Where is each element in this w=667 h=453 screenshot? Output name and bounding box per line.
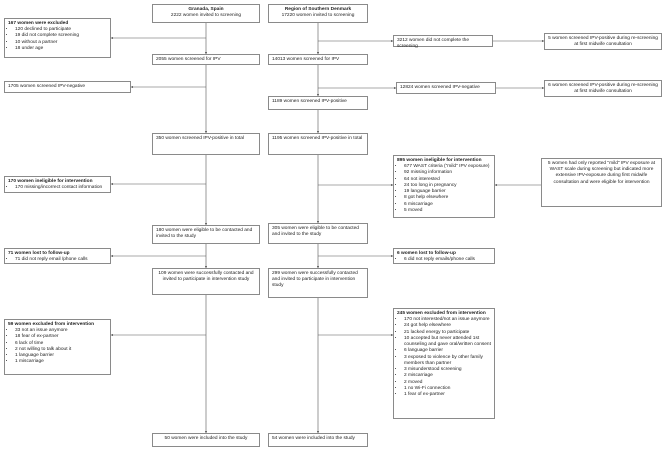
list-item: 6 language barrier xyxy=(404,348,491,354)
granada-lost-box: 71 women lost to follow-up 71 did not re… xyxy=(4,248,111,264)
denmark-lost-box: 6 women lost to follow-up 6 did not repl… xyxy=(393,248,495,264)
granada-header-box: Granada, Spain 2222 women invited to scr… xyxy=(152,4,260,23)
list-item: 1 no Wi-Fi connection xyxy=(404,386,491,392)
granada-eligible-box: 180 women were eligible to be contacted … xyxy=(152,225,260,244)
granada-excluded-box: 167 women were excluded 120 declined to … xyxy=(4,18,111,58)
denmark-rescreen1-text: 5 women screened IPV-positive during re-… xyxy=(548,36,658,48)
list-item: 3 exposed to violence by other family me… xyxy=(404,355,491,367)
granada-excluded-title: 167 women were excluded xyxy=(8,21,69,26)
list-item: 170 missing/incorrect contact informatio… xyxy=(15,185,107,191)
denmark-included-text: 54 women were included into the study xyxy=(272,436,355,441)
granada-ineligible-title: 170 women ineligible for intervention xyxy=(8,179,93,184)
list-item: 6 miscarriage xyxy=(404,202,491,208)
list-item: 5 moved xyxy=(404,208,491,214)
list-item: 64 not interested xyxy=(404,177,491,183)
denmark-excluded-box: 245 women excluded from intervention 170… xyxy=(393,308,495,419)
denmark-header-title: Region of Southern Denmark xyxy=(284,7,352,12)
denmark-ineligible-title: 895 women ineligible for intervention xyxy=(397,158,482,163)
granada-screened-box: 2055 women screened for IPV xyxy=(152,54,260,65)
granada-positive-total-text: 350 women screened IPV-positive in total xyxy=(156,136,244,141)
list-item: 18 fear of ex-partner xyxy=(15,334,107,340)
list-item: 10 accepted but never attended 1st couns… xyxy=(404,336,491,348)
list-item: 33 not an issue anymore xyxy=(15,328,107,334)
list-item: 10 without a partner xyxy=(15,40,107,46)
denmark-negative-box: 12824 women screened IPV-negative xyxy=(396,82,496,94)
denmark-positive-text: 1189 women screened IPV-positive xyxy=(272,99,347,104)
granada-screened-text: 2055 women screened for IPV xyxy=(156,57,221,62)
granada-positive-total-box: 350 women screened IPV-positive in total xyxy=(152,133,260,155)
list-item: 18 under age xyxy=(15,46,107,52)
denmark-header-text: 17220 women invited to screening xyxy=(281,13,355,19)
list-item: 6 did not reply emails/phone calls xyxy=(404,257,491,263)
denmark-contacted-text: 299 women were successfully contacted an… xyxy=(272,271,358,289)
list-item: 2 moved xyxy=(404,380,491,386)
list-item: 21 lacked energy to participate xyxy=(404,330,491,336)
denmark-screened-box: 14013 women screened for IPV xyxy=(268,54,368,65)
granada-header-text: 2222 women invited to screening xyxy=(170,13,242,19)
denmark-rescreen2-box: 6 women screened IPV-positive during re-… xyxy=(544,80,662,97)
list-item: 2 miscarriage xyxy=(404,373,491,379)
granada-excluded2-box: 59 women excluded from intervention 33 n… xyxy=(4,319,111,375)
denmark-positive-total-box: 1195 women screened IPV-positive in tota… xyxy=(268,133,368,155)
denmark-lost-title: 6 women lost to follow-up xyxy=(397,251,456,256)
denmark-eligible-text: 305 women were eligible to be contacted … xyxy=(272,226,359,238)
granada-ineligible-box: 170 women ineligible for intervention 17… xyxy=(4,176,111,193)
granada-excluded2-title: 59 women excluded from intervention xyxy=(8,322,95,327)
list-item: 170 not interested/not an issue anymore xyxy=(404,317,491,323)
denmark-contacted-box: 299 women were successfully contacted an… xyxy=(268,268,368,298)
denmark-excluded-title: 245 women excluded from intervention xyxy=(397,311,486,316)
granada-header-title: Granada, Spain xyxy=(188,7,224,12)
granada-negative-box: 1705 women screened IPV-negative xyxy=(4,81,131,93)
list-item: 19 did not complete screening xyxy=(15,33,107,39)
granada-included-box: 50 women were included into the study xyxy=(152,433,260,447)
denmark-positive-box: 1189 women screened IPV-positive xyxy=(268,96,368,110)
list-item: 71 did not reply email /phone calls xyxy=(15,257,107,263)
list-item: 2 not willing to talk about it xyxy=(15,347,107,353)
list-item: 1 miscarriage xyxy=(15,359,107,365)
list-item: 24 got help elsewhere xyxy=(404,323,491,329)
granada-included-text: 50 women were included into the study xyxy=(164,436,248,441)
denmark-screened-text: 14013 women screened for IPV xyxy=(272,57,340,62)
denmark-mild-note-box: 5 women had only reported "mild" IPV exp… xyxy=(541,158,662,207)
granada-contacted-text: 109 women were successfully contacted an… xyxy=(158,271,254,283)
denmark-negative-text: 12824 women screened IPV-negative xyxy=(400,85,480,90)
list-item: 1 fear of ex-partner xyxy=(404,392,491,398)
granada-lost-title: 71 women lost to follow-up xyxy=(8,251,70,256)
denmark-header-box: Region of Southern Denmark 17220 women i… xyxy=(268,4,368,23)
denmark-not-completed-box: 3212 women did not complete the screenin… xyxy=(393,35,493,50)
denmark-rescreen1-box: 5 women screened IPV-positive during re-… xyxy=(544,33,662,50)
list-item: 677 WAST criteria ("mild" IPV exposure) xyxy=(404,164,491,170)
denmark-not-completed-text: 3212 women did not complete the screenin… xyxy=(397,38,470,50)
denmark-eligible-box: 305 women were eligible to be contacted … xyxy=(268,223,368,244)
granada-contacted-box: 109 women were successfully contacted an… xyxy=(152,268,260,295)
granada-eligible-text: 180 women were eligible to be contacted … xyxy=(156,228,253,240)
list-item: 3 misunderstood screening xyxy=(404,367,491,373)
list-item: 120 declined to participate xyxy=(15,27,107,33)
denmark-included-box: 54 women were included into the study xyxy=(268,433,368,447)
list-item: 8 got help elsewhere xyxy=(404,195,491,201)
list-item: 92 missing information xyxy=(404,170,491,176)
list-item: 6 lack of time xyxy=(15,341,107,347)
list-item: 24 too long in pregnancy xyxy=(404,183,491,189)
granada-negative-text: 1705 women screened IPV-negative xyxy=(8,84,86,89)
denmark-ineligible-box: 895 women ineligible for intervention 67… xyxy=(393,155,495,218)
list-item: 1 language barrier xyxy=(15,353,107,359)
denmark-mild-note-text: 5 women had only reported "mild" IPV exp… xyxy=(547,161,656,185)
denmark-rescreen2-text: 6 women screened IPV-positive during re-… xyxy=(548,83,658,95)
denmark-positive-total-text: 1195 women screened IPV-positive in tota… xyxy=(272,136,363,141)
list-item: 19 language barrier xyxy=(404,189,491,195)
